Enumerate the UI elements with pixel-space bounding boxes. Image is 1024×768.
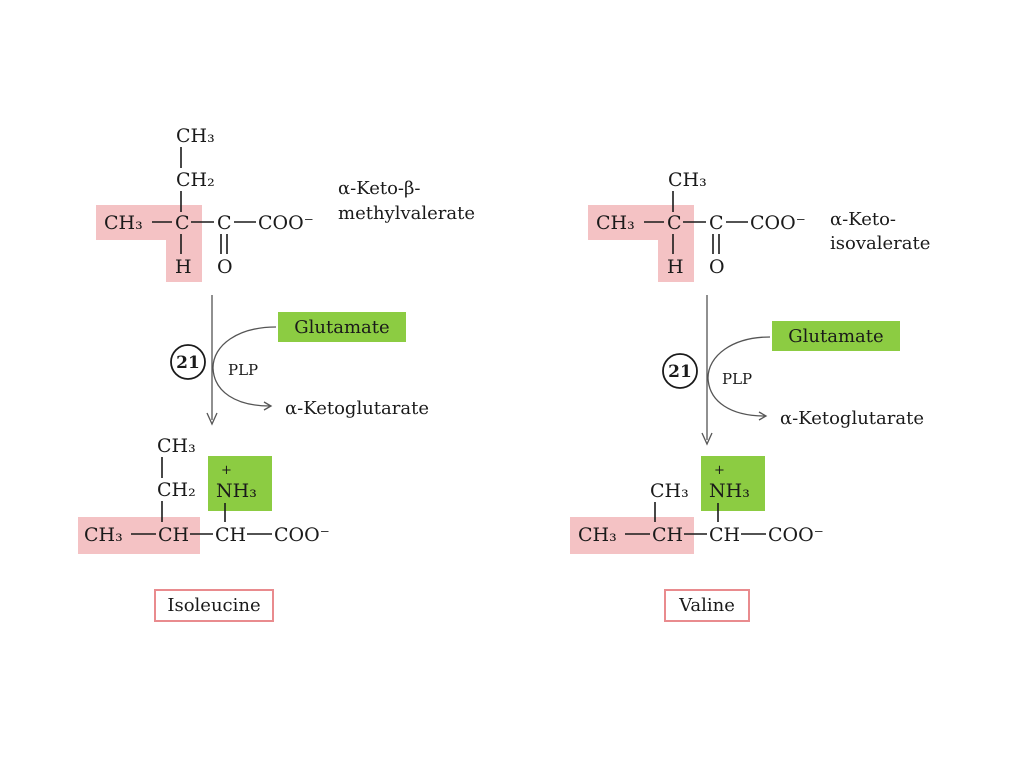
cofactor-label: PLP xyxy=(722,370,752,388)
alpha-keto-beta-methylvalerate-structure: CH₃ CH₂ CH₃ C C COO⁻ H O xyxy=(104,125,314,278)
amino-acid-name: Isoleucine xyxy=(167,595,260,616)
step-number-circle xyxy=(662,353,698,389)
keto-acid-name: isovalerate xyxy=(830,233,930,254)
step-number: 21 xyxy=(176,353,200,373)
glutamate-label: Glutamate xyxy=(788,326,883,347)
alpha-carbon: CH xyxy=(709,524,740,546)
ch-group: CH xyxy=(652,524,683,546)
glutamate-label: Glutamate xyxy=(294,317,389,338)
isoleucine-structure: CH₃ CH₂ + NH₃ CH₃ CH CH COO⁻ xyxy=(84,435,330,546)
ketoglutarate-label: α-Ketoglutarate xyxy=(285,398,429,419)
alpha-carbon: C xyxy=(175,212,190,234)
keto-carbon: C xyxy=(217,212,232,234)
ch3-group: CH₃ xyxy=(176,125,215,147)
glutamate-in-arrow xyxy=(212,326,277,369)
carboxylate-group: COO⁻ xyxy=(258,212,314,234)
arrowhead xyxy=(701,432,713,446)
side-chain-highlight xyxy=(78,517,200,554)
ch3-group: CH₃ xyxy=(157,435,196,457)
amino-group: NH₃ xyxy=(216,480,257,502)
positive-charge: + xyxy=(714,463,725,478)
ch-group: CH xyxy=(158,524,189,546)
alpha-carbon: CH xyxy=(215,524,246,546)
ketoglutarate-out-arrow xyxy=(212,367,271,407)
ch3-group: CH₃ xyxy=(650,480,689,502)
glutamate-in-arrow xyxy=(707,336,771,379)
keto-acid-name: α-Keto- xyxy=(830,209,896,230)
amino-acid-name: Valine xyxy=(678,595,735,616)
keto-carbon: C xyxy=(709,212,724,234)
carboxylate-group: COO⁻ xyxy=(768,524,824,546)
ch2-group: CH₂ xyxy=(157,479,196,501)
ch3-group: CH₃ xyxy=(104,212,143,234)
oxygen-atom: O xyxy=(217,256,233,278)
arrowhead xyxy=(206,412,218,426)
cofactor-label: PLP xyxy=(228,361,258,379)
step-number: 21 xyxy=(668,362,692,382)
positive-charge: + xyxy=(221,463,232,478)
hydrogen-atom: H xyxy=(175,256,192,278)
side-chain-highlight xyxy=(96,205,202,282)
glutamate-highlight xyxy=(772,321,900,351)
isoleucine-pathway: CH₃ CH₂ CH₃ C C COO⁻ H O α-Keto-β- methy… xyxy=(78,125,475,622)
carboxylate-group: COO⁻ xyxy=(750,212,806,234)
ch3-group: CH₃ xyxy=(84,524,123,546)
ketoglutarate-label: α-Ketoglutarate xyxy=(780,408,924,429)
side-chain-highlight xyxy=(588,205,694,282)
alpha-ketoisovalerate-structure: CH₃ CH₃ C C COO⁻ H O xyxy=(596,169,806,278)
ch2-group: CH₂ xyxy=(176,169,215,191)
arrowhead xyxy=(758,411,768,421)
hydrogen-atom: H xyxy=(667,256,684,278)
ketoglutarate-out-arrow xyxy=(707,377,766,417)
keto-acid-name: methylvalerate xyxy=(338,203,475,224)
amino-acid-name-box xyxy=(154,589,274,622)
amino-acid-name-box xyxy=(664,589,750,622)
step-number-circle xyxy=(170,344,206,380)
amino-group-highlight xyxy=(208,456,272,511)
ch3-group: CH₃ xyxy=(596,212,635,234)
amino-group-highlight xyxy=(701,456,765,511)
valine-structure: CH₃ + NH₃ CH₃ CH CH COO⁻ xyxy=(578,463,824,546)
side-chain-highlight xyxy=(570,517,694,554)
arrowhead xyxy=(263,401,273,411)
ch3-group: CH₃ xyxy=(578,524,617,546)
oxygen-atom: O xyxy=(709,256,725,278)
keto-acid-name: α-Keto-β- xyxy=(338,178,421,199)
alpha-carbon: C xyxy=(667,212,682,234)
glutamate-highlight xyxy=(278,312,406,342)
amino-group: NH₃ xyxy=(709,480,750,502)
ch3-group: CH₃ xyxy=(668,169,707,191)
valine-pathway: CH₃ CH₃ C C COO⁻ H O α-Keto- isovalerate… xyxy=(570,169,930,622)
carboxylate-group: COO⁻ xyxy=(274,524,330,546)
